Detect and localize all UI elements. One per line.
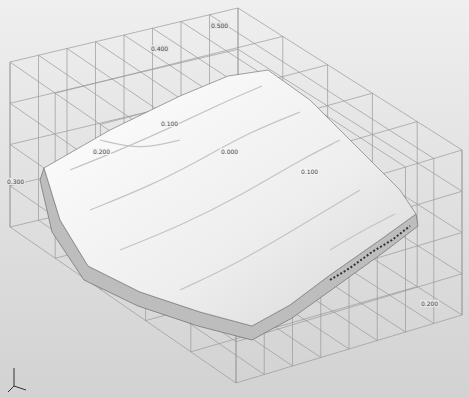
axis-value: 0.000 <box>220 148 239 155</box>
axis-value: 0.100 <box>160 120 179 127</box>
surface-ridge <box>180 190 360 290</box>
wireframe-grid <box>10 8 462 383</box>
axis-value: 0.200 <box>420 300 439 307</box>
axis-value: 0.100 <box>300 168 319 175</box>
broken-edge <box>330 226 410 280</box>
scanned-surface <box>40 70 418 340</box>
axis-value: 0.200 <box>92 148 111 155</box>
axis-value: 0.400 <box>150 45 169 52</box>
axis-triad <box>8 368 26 392</box>
surface-ridge <box>120 140 340 250</box>
surface-ridge <box>100 140 180 147</box>
surface-ridge <box>70 86 262 170</box>
axis-value: 0.300 <box>6 178 25 185</box>
axis-value: 0.500 <box>210 22 229 29</box>
surface-ridge <box>90 112 300 210</box>
slab-top <box>44 70 416 326</box>
